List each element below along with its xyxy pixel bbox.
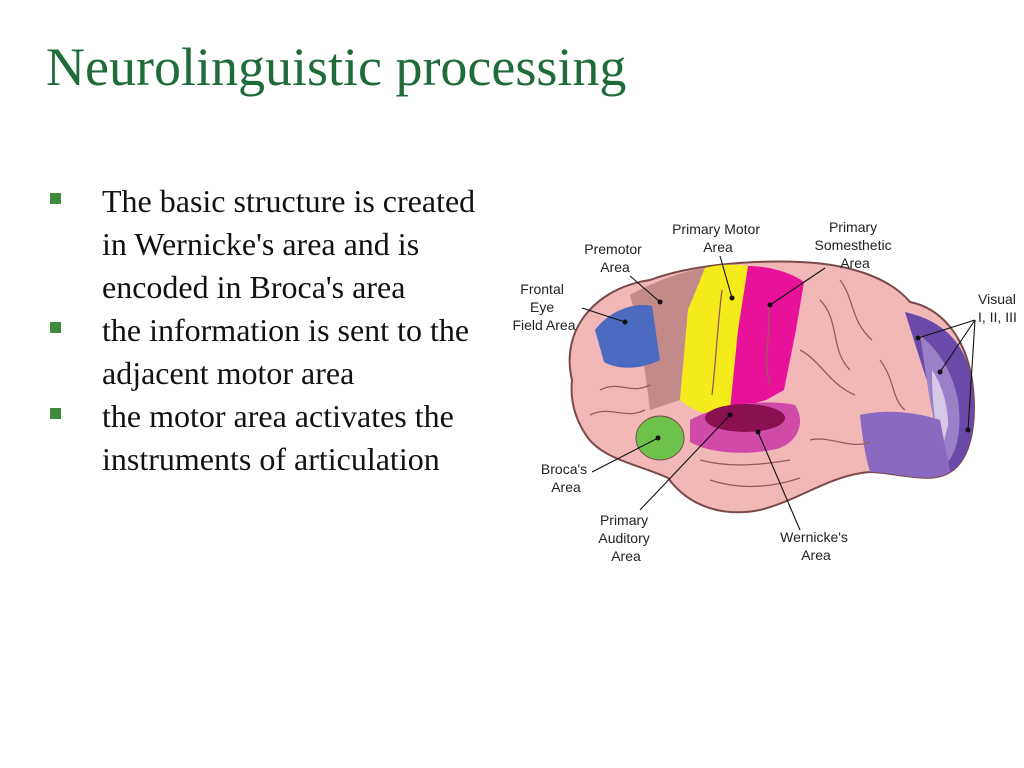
label-frontal-eye-field: Frontal Eye Field Area	[512, 281, 575, 333]
bullet-item: the motor area activates the instruments…	[48, 395, 478, 481]
label-primary-motor: Primary Motor Area	[672, 221, 764, 255]
bullet-text: The basic structure is created in Wernic…	[102, 183, 476, 305]
slide-title: Neurolinguistic processing	[46, 37, 627, 97]
bullet-item: the information is sent to the adjacent …	[48, 309, 478, 395]
leader-lines	[581, 255, 976, 531]
visual-area-3	[932, 370, 948, 450]
premotor-area	[630, 268, 705, 410]
label-visual: Visual I, II, III	[978, 291, 1020, 325]
wernicke-area	[705, 404, 785, 432]
label-wernicke: Wernicke's Area	[780, 529, 852, 563]
gyri-lines	[589, 279, 906, 488]
label-broca: Broca's Area	[541, 461, 591, 495]
primary-motor-area	[680, 264, 748, 415]
primary-somesthetic-area	[730, 266, 804, 410]
bullet-text: the information is sent to the adjacent …	[102, 312, 470, 391]
bullet-text: the motor area activates the instruments…	[102, 398, 454, 477]
bullet-item: The basic structure is created in Wernic…	[48, 180, 478, 309]
frontal-eye-field-area	[595, 305, 660, 368]
label-primary-auditory: Primary Auditory Area	[598, 512, 653, 564]
square-bullet-icon	[50, 322, 61, 333]
square-bullet-icon	[50, 408, 61, 419]
square-bullet-icon	[50, 193, 61, 204]
brain-lateral-view-illustration: Primary Motor Area Primary Somesthetic A…	[512, 219, 1020, 564]
label-premotor: Premotor Area	[584, 241, 645, 275]
bullet-list: The basic structure is created in Wernic…	[48, 180, 478, 481]
label-primary-somesthetic: Primary Somesthetic Area	[815, 219, 896, 271]
visual-area-base	[860, 411, 950, 478]
brain-diagram: Primary Motor Area Primary Somesthetic A…	[500, 210, 1024, 590]
